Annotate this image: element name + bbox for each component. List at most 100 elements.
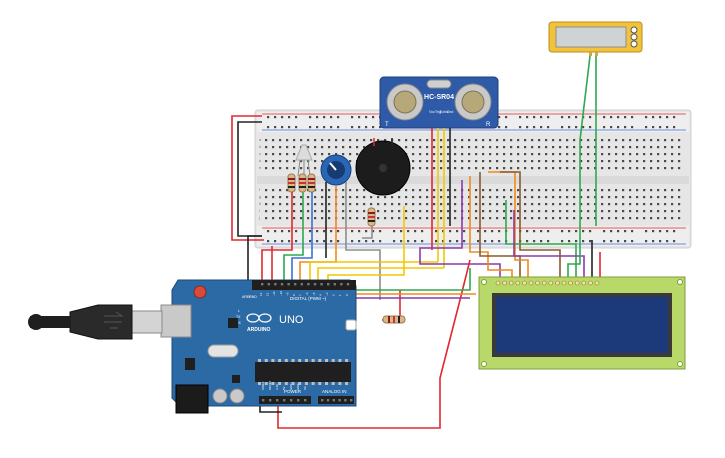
rail-hole [610, 126, 613, 129]
lcd-pin[interactable] [548, 280, 554, 286]
lcd-pin[interactable] [594, 280, 600, 286]
rail-hole [477, 230, 480, 233]
rail-hole [358, 116, 361, 119]
power-pin-hole[interactable] [283, 399, 286, 402]
digital-pin-hole[interactable] [267, 283, 270, 286]
breadboard-hole [601, 160, 604, 163]
power-jack[interactable] [175, 384, 209, 414]
analog-pin-label: A4 [345, 407, 349, 411]
power-pin-hole[interactable] [276, 399, 279, 402]
analog-header [318, 396, 354, 404]
lcd-pin[interactable] [508, 280, 514, 286]
rail-hole [379, 240, 382, 243]
lcd-pin[interactable] [574, 280, 580, 286]
rail-hole [673, 116, 676, 119]
breadboard-hole [517, 146, 520, 149]
breadboard-hole [650, 196, 653, 199]
rail-hole [610, 116, 613, 119]
analog-pin-hole[interactable] [344, 399, 347, 402]
digital-pin-hole[interactable] [333, 283, 336, 286]
lcd-pin[interactable] [502, 280, 507, 286]
digital-pin-hole[interactable] [274, 283, 277, 286]
rail-hole [435, 240, 438, 243]
breadboard-hole [531, 196, 534, 199]
breadboard-hole [601, 210, 604, 213]
lcd-pin[interactable] [495, 280, 501, 286]
rail-hole [561, 230, 564, 233]
breadboard-hole [643, 160, 646, 163]
digital-pin-hole[interactable] [320, 283, 323, 286]
rail-hole [372, 240, 375, 243]
analog-pin-hole[interactable] [321, 399, 324, 402]
rail-hole [526, 116, 529, 119]
lcd-pin[interactable] [528, 280, 534, 286]
reset-button[interactable] [193, 285, 207, 299]
breadboard-hole [335, 146, 338, 149]
lcd-pin[interactable] [535, 280, 540, 286]
power-pin-hole[interactable] [262, 399, 265, 402]
digital-pin-hole[interactable] [280, 283, 284, 286]
top-module[interactable] [548, 21, 643, 56]
breadboard-hole [608, 217, 611, 220]
breadboard-hole [678, 146, 681, 149]
rail-hole [288, 230, 291, 233]
sensor-label: HC-SR04 [424, 94, 454, 101]
breadboard-hole [440, 160, 443, 163]
breadboard-hole [622, 210, 625, 213]
rail-hole [477, 240, 480, 243]
digital-pin-hole[interactable] [287, 283, 290, 286]
lcd-pin[interactable] [581, 280, 587, 286]
digital-pin-hole[interactable] [294, 283, 297, 286]
breadboard-hole [307, 146, 310, 149]
lcd-pin[interactable] [588, 280, 593, 286]
breadboard-hole [328, 139, 331, 142]
ultrasonic-sensor[interactable]: HC-SR04 Vcc Trig Echo Gnd T R [379, 76, 499, 129]
breadboard-hole [517, 160, 520, 163]
breadboard-hole [566, 210, 569, 213]
breadboard-hole [384, 139, 387, 142]
analog-pin-hole[interactable] [326, 399, 330, 402]
rgb-led[interactable] [295, 144, 313, 177]
lcd-pin[interactable] [568, 280, 573, 286]
lcd-pin[interactable] [541, 280, 547, 286]
breadboard-hole [454, 139, 457, 142]
row-letter-bottom: h [259, 201, 261, 206]
power-pin-hole[interactable] [297, 399, 300, 402]
breadboard-hole [524, 189, 527, 192]
breadboard-hole [524, 167, 527, 170]
breadboard-hole [328, 189, 331, 192]
breadboard-hole [307, 167, 310, 170]
analog-pin-hole[interactable] [338, 399, 341, 402]
usb-cable[interactable] [28, 304, 192, 340]
digital-pin-hole[interactable] [327, 283, 330, 286]
digital-pin-hole[interactable] [346, 283, 350, 286]
piezo-buzzer[interactable] [355, 138, 411, 196]
lcd-pin[interactable] [555, 280, 560, 286]
breadboard-hole [517, 210, 520, 213]
breadboard-hole [475, 139, 478, 142]
digital-pin-hole[interactable] [313, 283, 317, 286]
rail-hole [568, 230, 571, 233]
potentiometer[interactable] [320, 154, 352, 186]
lcd-pin[interactable] [515, 280, 521, 286]
rail-hole [274, 240, 277, 243]
breadboard-hole [650, 210, 653, 213]
rail-hole [267, 126, 270, 129]
power-pin-hole[interactable] [304, 399, 307, 402]
analog-pin-hole[interactable] [350, 399, 353, 402]
digital-pin-hole[interactable] [340, 283, 343, 286]
power-pin-hole[interactable] [290, 399, 293, 402]
lcd-pin[interactable] [561, 280, 567, 286]
rail-hole [442, 240, 445, 243]
power-pin-hole[interactable] [269, 399, 272, 402]
breadboard-hole [517, 217, 520, 220]
digital-pin-hole[interactable] [261, 283, 264, 286]
digital-pin-hole[interactable] [307, 283, 310, 286]
lcd-display[interactable] [478, 276, 686, 370]
lcd-pin[interactable] [522, 280, 527, 286]
breadboard-hole [412, 217, 415, 220]
analog-pin-hole[interactable] [332, 399, 335, 402]
digital-pin-hole[interactable] [300, 283, 303, 286]
